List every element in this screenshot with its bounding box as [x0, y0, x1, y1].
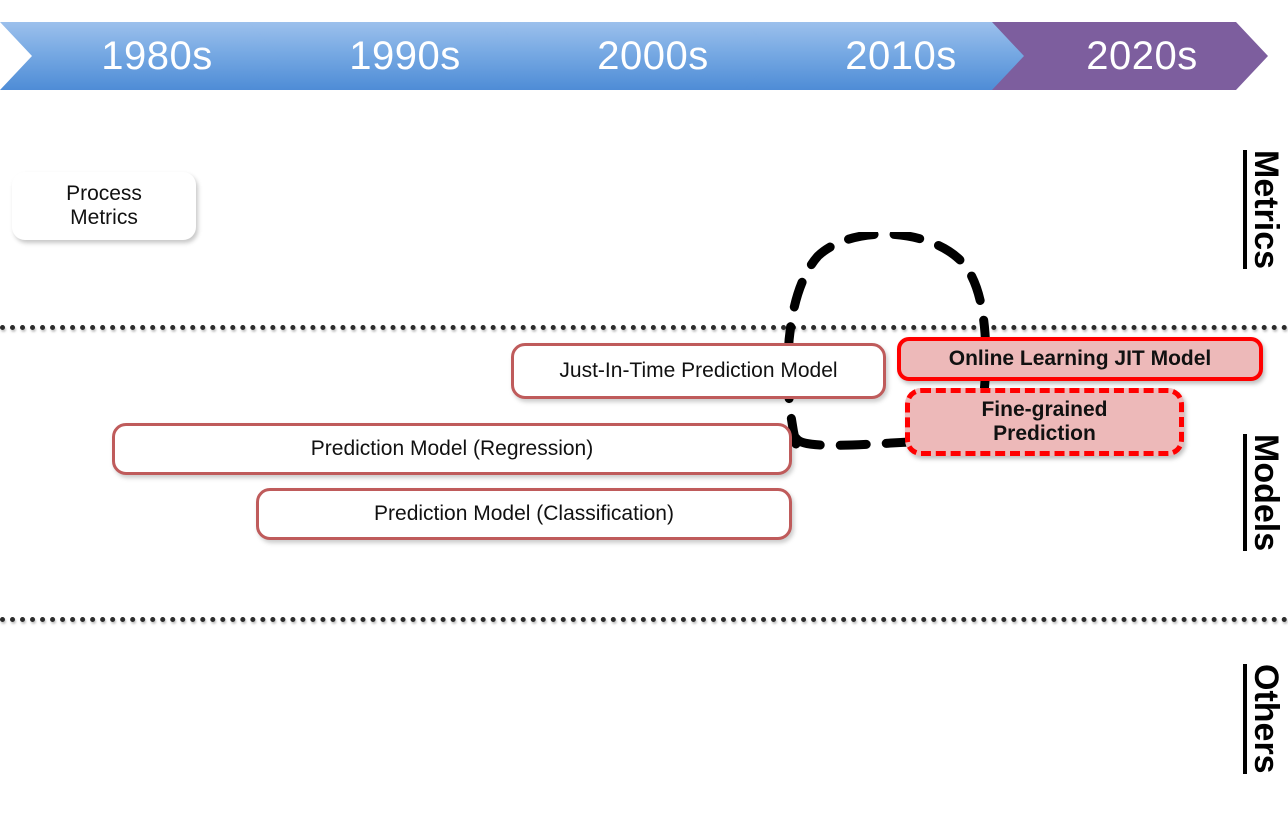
timeline-period-2000s[interactable]: 2000s [496, 22, 786, 90]
box-label: Prediction Model (Classification) [374, 501, 674, 525]
section-label-models: Models [1243, 434, 1285, 552]
timeline-period-label: 2000s [597, 33, 709, 78]
box-prediction-model-regression[interactable]: Prediction Model (Regression) [112, 423, 792, 475]
box-prediction-model-classification[interactable]: Prediction Model (Classification) [256, 488, 792, 540]
timeline-period-label: 1980s [101, 33, 213, 78]
box-jit-prediction-model[interactable]: Just-In-Time Prediction Model [511, 343, 886, 399]
section-label-metrics: Metrics [1243, 150, 1285, 270]
section-separator-metrics-models [0, 325, 1288, 330]
section-label-others: Others [1243, 664, 1285, 774]
timeline-period-label: 2010s [845, 33, 957, 78]
timeline-period-2010s[interactable]: 2010s [744, 22, 1034, 90]
box-label-line1: Fine-grained [981, 397, 1108, 421]
timeline-period-2020s[interactable]: 2020s [992, 22, 1268, 90]
box-process-metrics-line1: Process [66, 181, 142, 205]
timeline-period-1980s[interactable]: 1980s [0, 22, 290, 90]
decade-timeline: 1980s 1990s 2000s 2010s 2020s [0, 0, 1288, 110]
section-separator-models-others [0, 617, 1288, 622]
box-fine-grained-prediction[interactable]: Fine-grained Prediction [905, 388, 1184, 456]
box-process-metrics-line2: Metrics [70, 206, 138, 229]
box-online-learning-jit-model[interactable]: Online Learning JIT Model [897, 337, 1263, 381]
timeline-period-label: 2020s [1086, 33, 1198, 78]
box-label: Online Learning JIT Model [948, 346, 1212, 370]
box-process-metrics[interactable]: Process Metrics [12, 172, 196, 240]
timeline-period-1990s[interactable]: 1990s [248, 22, 538, 90]
box-label-line2: Prediction [993, 422, 1096, 445]
box-label: Prediction Model (Regression) [310, 436, 594, 460]
box-label: Just-In-Time Prediction Model [559, 358, 838, 382]
timeline-period-label: 1990s [349, 33, 461, 78]
